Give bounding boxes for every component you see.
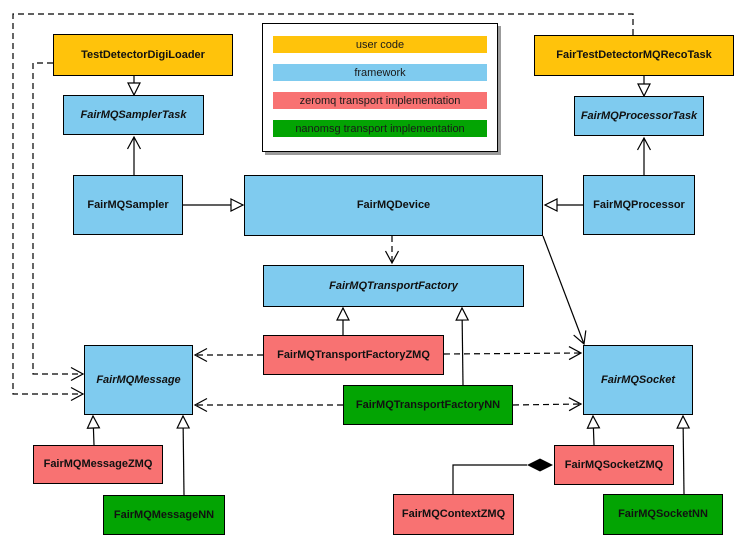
node-fairmq-sampler: FairMQSampler (73, 175, 183, 235)
node-fairmq-socket-nn: FairMQSocketNN (603, 494, 723, 535)
edge-transportfactoryzmq-depends-socket (443, 346, 583, 361)
edge-messagenn-inherits-message (176, 414, 191, 496)
node-fairmq-message-nn: FairMQMessageNN (103, 495, 225, 535)
node-fairmq-processor: FairMQProcessor (583, 175, 695, 235)
node-fairmq-socket: FairMQSocket (583, 345, 693, 415)
edge-recotask-depends-message (12, 13, 634, 402)
legend: user code framework zeromq transport imp… (262, 23, 498, 152)
legend-item-user-code: user code (273, 36, 487, 53)
edge-transportfactorynn-depends-socket (512, 397, 583, 412)
node-fairmq-message: FairMQMessage (84, 345, 193, 415)
node-test-detector-digi-loader: TestDetectorDigiLoader (53, 34, 233, 76)
legend-item-nanomsg: nanomsg transport implementation (273, 120, 487, 137)
node-fairmq-sampler-task: FairMQSamplerTask (63, 95, 204, 135)
edge-transportfactorynn-inherits-transportfactory (455, 306, 470, 386)
node-fairmq-message-zmq: FairMQMessageZMQ (33, 445, 163, 484)
edge-contextzmq-composed-socketzmq (452, 464, 527, 494)
edge-messagezmq-inherits-message (86, 414, 101, 446)
legend-item-zeromq: zeromq transport implementation (273, 92, 487, 109)
node-fairmq-processor-task: FairMQProcessorTask (574, 96, 704, 136)
node-fairmq-transport-factory: FairMQTransportFactory (263, 265, 524, 307)
node-fairmq-socket-zmq: FairMQSocketZMQ (554, 445, 674, 485)
edge-device-uses-socket (542, 235, 587, 346)
node-fairmq-device: FairMQDevice (244, 175, 543, 236)
node-fairmq-transport-factory-nn: FairMQTransportFactoryNN (343, 385, 513, 425)
node-fairmq-context-zmq: FairMQContextZMQ (393, 494, 514, 535)
edge-socketnn-inherits-socket (676, 414, 691, 495)
legend-item-framework: framework (273, 64, 487, 81)
edge-socketzmq-inherits-socket (586, 414, 601, 446)
composition-diamond (527, 458, 553, 472)
edge-digiloader-depends-message (32, 62, 85, 382)
node-fairmq-transport-factory-zmq: FairMQTransportFactoryZMQ (263, 335, 444, 375)
node-fair-test-detector-mq-reco-task: FairTestDetectorMQRecoTask (534, 35, 734, 76)
